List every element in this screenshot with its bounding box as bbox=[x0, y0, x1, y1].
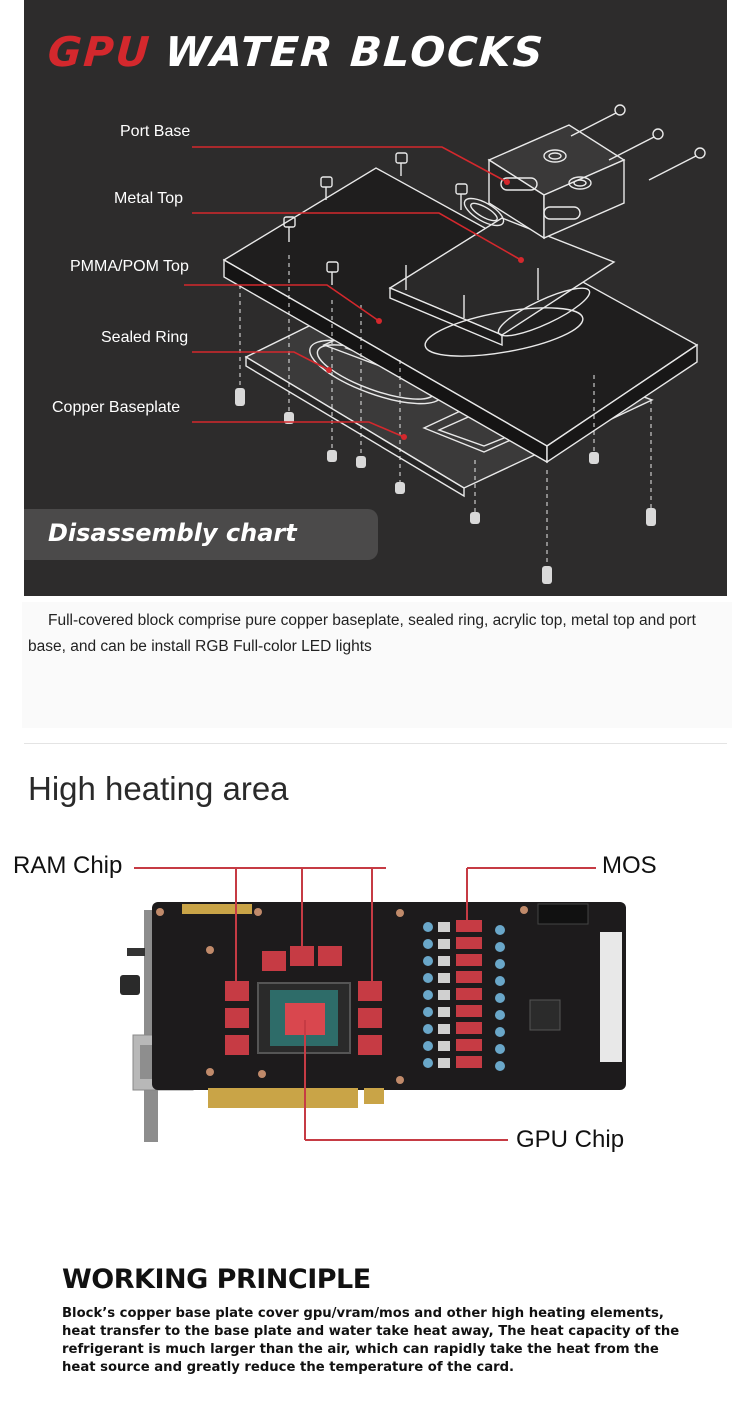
heating-section-title: High heating area bbox=[28, 770, 289, 807]
disassembly-chart-tag: Disassembly chart bbox=[24, 509, 378, 560]
pcie-connector bbox=[208, 1088, 384, 1108]
exploded-view-diagram bbox=[184, 104, 706, 584]
label-port-base: Port Base bbox=[120, 123, 191, 140]
side-plate bbox=[600, 932, 622, 1062]
working-principle-text: Block’s copper base plate cover gpu/vram… bbox=[62, 1306, 680, 1375]
screw-guides bbox=[239, 255, 652, 570]
mount-holes bbox=[156, 906, 528, 1084]
mos-chips bbox=[456, 920, 482, 1068]
standoffs bbox=[235, 388, 656, 584]
working-principle-title: WORKING PRINCIPLE bbox=[62, 1264, 371, 1295]
disassembly-chart-label: Disassembly chart bbox=[48, 519, 297, 547]
gpu-board-diagram bbox=[120, 867, 626, 1142]
mos-label: MOS bbox=[602, 852, 657, 879]
label-pmma-top: PMMA/POM Top bbox=[70, 258, 189, 275]
sli-fingers bbox=[182, 904, 252, 914]
capacitors bbox=[423, 922, 505, 1071]
port-base-shape bbox=[463, 124, 626, 240]
vrm-area bbox=[423, 920, 505, 1071]
power-connector bbox=[537, 903, 589, 925]
controller-chip bbox=[529, 999, 561, 1031]
description-text: Full-covered block comprise pure copper … bbox=[28, 612, 696, 655]
label-sealed-ring: Sealed Ring bbox=[101, 329, 189, 346]
leader-dots bbox=[326, 179, 524, 440]
chokes bbox=[438, 922, 450, 1068]
label-metal-top: Metal Top bbox=[114, 190, 184, 207]
gpu-chip-label: GPU Chip bbox=[516, 1126, 625, 1153]
long-screws bbox=[570, 104, 706, 181]
description-box: Full-covered block comprise pure copper … bbox=[22, 602, 732, 728]
leader-lines bbox=[184, 146, 522, 438]
ram-chip-label: RAM Chip bbox=[13, 852, 123, 879]
label-copper-baseplate: Copper Baseplate bbox=[52, 399, 181, 416]
metal-top-shape bbox=[388, 217, 616, 357]
ram-chips bbox=[225, 946, 382, 1055]
pcb-board bbox=[152, 902, 626, 1090]
callout-lines bbox=[134, 867, 596, 1141]
small-screws bbox=[283, 152, 539, 318]
section-divider bbox=[24, 743, 727, 744]
